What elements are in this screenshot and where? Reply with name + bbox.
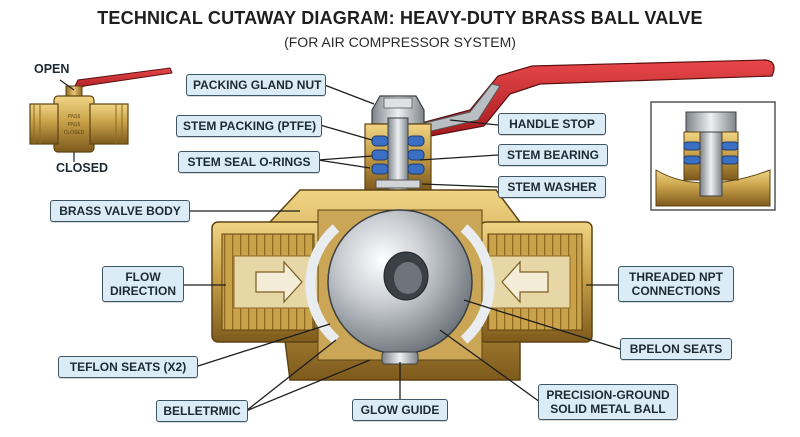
stem-bearing-label: STEM BEARING [498,144,608,166]
brass-valve-body-label: BRASS VALVE BODY [50,200,190,222]
flow-direction-line-2: DIRECTION [110,284,176,298]
page-subtitle: (FOR AIR COMPRESSOR SYSTEM) [284,34,516,50]
stem-packing-label: STEM PACKING (PTFE) [176,115,322,137]
threaded-npt-line-2: CONNECTIONS [631,284,721,298]
bpelon-seats-label: BPELON SEATS [620,338,732,360]
flow-arrows [255,260,549,304]
flow-direction-line-1: FLOW [125,270,161,284]
mini-valve-illustration: PN16 PN16 CLOSED [29,67,173,162]
stem-detail-inset [650,101,776,211]
valve-handle [398,59,775,139]
threaded-npt-label: THREADED NPT CONNECTIONS [618,266,734,302]
leader-lines [183,83,621,412]
valve-ball-and-seats [305,209,495,365]
flow-direction-label: FLOW DIRECTION [102,266,184,302]
stem-seal-orings-label: STEM SEAL O-RINGS [178,151,320,173]
glow-guide-label: GLOW GUIDE [352,399,448,421]
teflon-seats-label: TEFLON SEATS (X2) [58,356,198,378]
precision-ball-line-2: SOLID METAL BALL [550,402,666,416]
packing-gland-nut-label: PACKING GLAND NUT [186,74,326,96]
precision-ball-label: PRECISION-GROUND SOLID METAL BALL [538,384,678,420]
svg-text:CLOSED: CLOSED [64,130,85,136]
svg-text:PN16: PN16 [68,122,81,128]
closed-label: CLOSED [56,161,109,175]
svg-text:PN16: PN16 [68,114,81,120]
belletrmic-label: BELLETRMIC [156,400,248,422]
stem-washer-label: STEM WASHER [498,176,606,198]
threaded-npt-line-1: THREADED NPT [628,270,723,284]
page-title: TECHNICAL CUTAWAY DIAGRAM: HEAVY-DUTY BR… [97,8,703,28]
valve-stem-assembly [364,95,432,229]
handle-stop-label: HANDLE STOP [498,113,606,135]
precision-ball-line-1: PRECISION-GROUND [546,388,670,402]
open-label: OPEN [34,62,70,76]
